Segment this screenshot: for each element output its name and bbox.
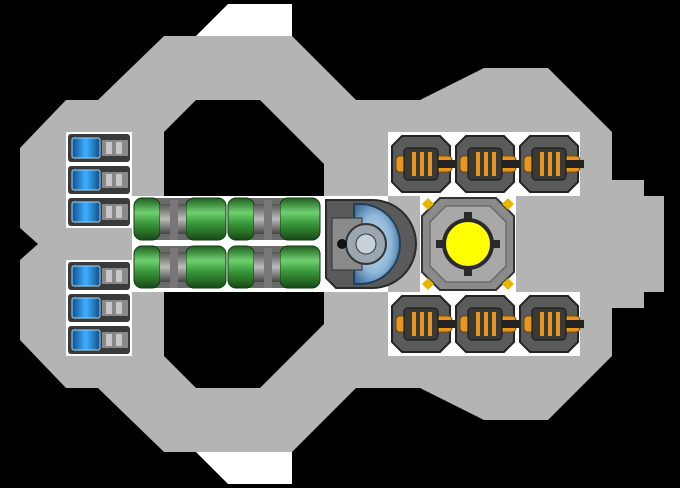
turret-row-bottom (391, 295, 585, 353)
turret-icon[interactable] (391, 295, 457, 353)
turret-icon[interactable] (391, 135, 456, 193)
battery-icon[interactable] (67, 197, 131, 227)
turret-row-top (391, 135, 585, 193)
battery-bank (67, 134, 131, 355)
battery-icon[interactable] (67, 165, 131, 195)
cockpit-icon[interactable] (325, 199, 417, 289)
hull-bottom-tab (196, 452, 292, 484)
battery-icon[interactable] (67, 325, 131, 355)
battery-icon[interactable] (67, 293, 131, 323)
fuel-tank-icon[interactable] (227, 245, 321, 289)
fuel-tank-icon[interactable] (227, 197, 321, 241)
hull-top-tab (196, 4, 292, 36)
battery-icon[interactable] (67, 261, 131, 291)
reactor-core-icon[interactable] (421, 197, 515, 291)
turret-icon[interactable] (455, 295, 521, 353)
fuel-tank-array (133, 197, 321, 289)
battery-icon[interactable] (68, 134, 130, 162)
fuel-tank-icon[interactable] (133, 245, 227, 289)
hull-cutout-upper (164, 100, 324, 196)
turret-icon[interactable] (519, 295, 585, 353)
turret-icon[interactable] (519, 135, 585, 193)
turret-icon[interactable] (455, 135, 521, 193)
fuel-tank-icon[interactable] (133, 197, 227, 241)
hull-cutout-lower (164, 292, 324, 388)
